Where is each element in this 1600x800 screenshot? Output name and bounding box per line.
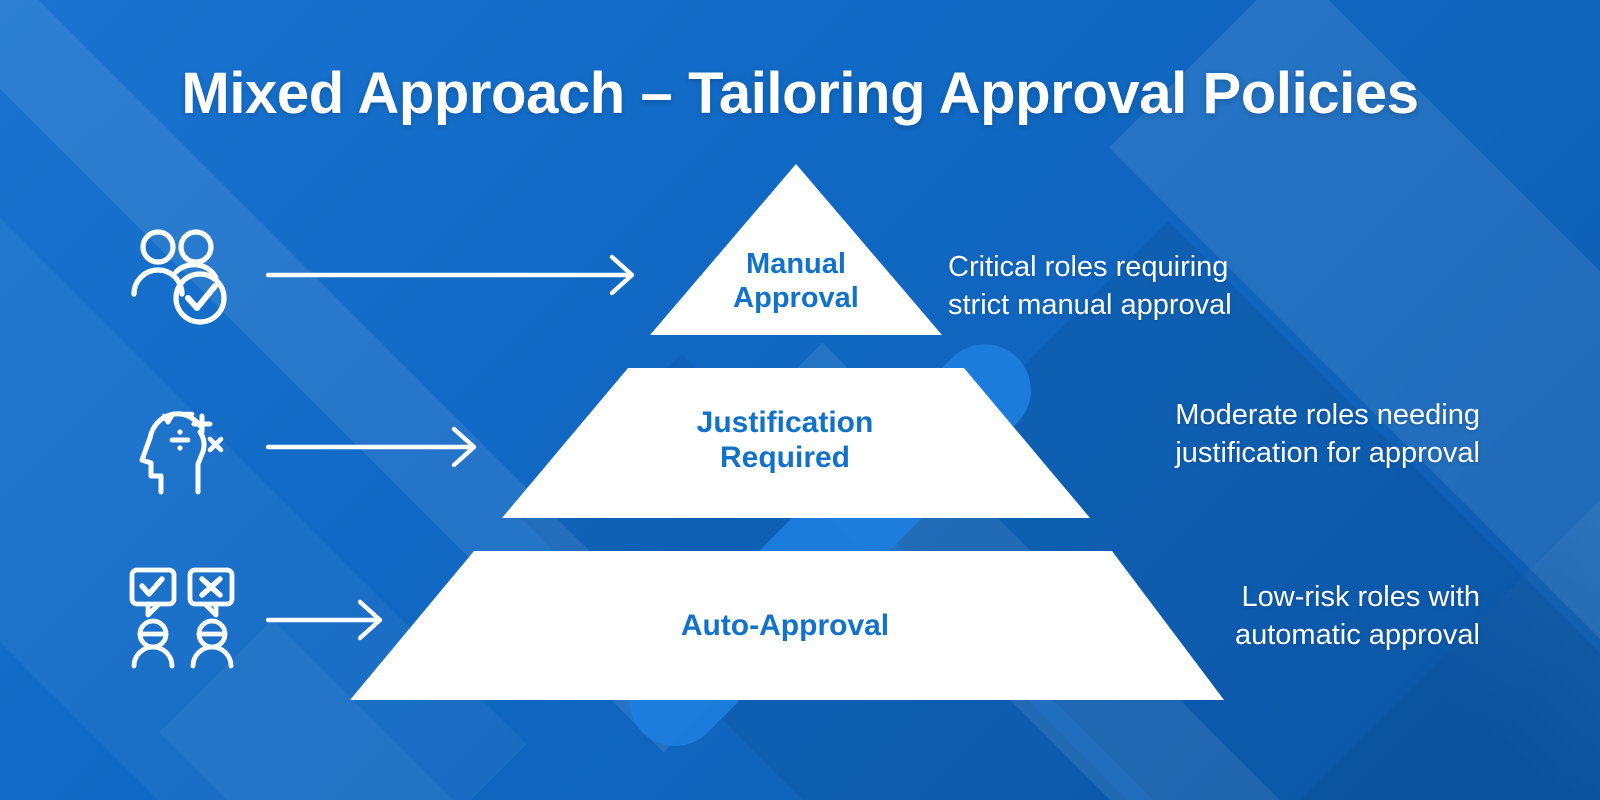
pyramid-tier-manual-approval[interactable] — [650, 164, 942, 335]
pyramid-tier-justification-required[interactable] — [502, 368, 1090, 518]
pyramid-tier-auto-approval[interactable] — [350, 551, 1224, 700]
pyramid-tier-label-auto-approval: Auto-Approval — [680, 609, 890, 642]
pyramid-tier-label-justification-required: Justification Required — [696, 406, 874, 475]
approve-reject-people-icon — [128, 562, 238, 672]
arrow-right-icon-manual-approval — [266, 252, 640, 298]
users-check-icon — [128, 222, 238, 332]
tier-description-justification-required: Moderate roles needing justification for… — [1175, 399, 1480, 470]
head-math-thinking-icon — [128, 392, 238, 502]
tier-description-auto-approval: Low-risk roles with automatic approval — [1234, 581, 1480, 652]
arrow-right-icon-auto-approval — [266, 597, 388, 643]
page-title: Mixed Approach – Tailoring Approval Poli… — [181, 61, 1419, 126]
arrow-right-icon-justification-required — [266, 424, 482, 470]
tier-description-manual-approval: Critical roles requiring strict manual a… — [948, 251, 1232, 322]
pyramid-tier-label-manual-approval: Manual Approval — [733, 248, 859, 315]
